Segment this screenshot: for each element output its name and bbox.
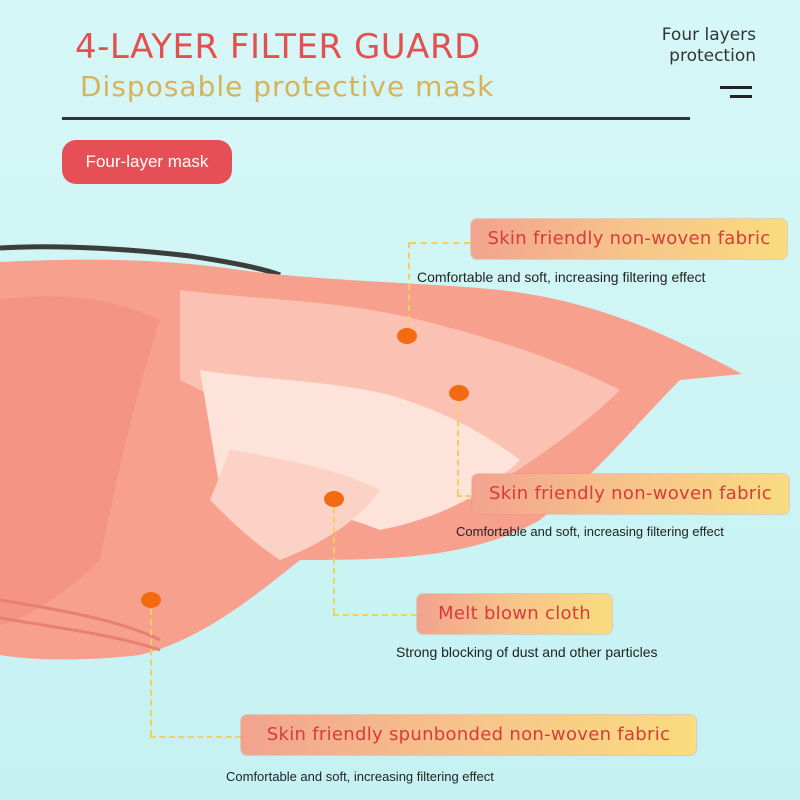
layer-description-4: Comfortable and soft, increasing filteri… — [226, 769, 494, 784]
leader-line — [410, 242, 470, 244]
mask-pleat — [0, 616, 161, 652]
four-layer-badge: Four-layer mask — [62, 140, 232, 184]
menu-icon — [720, 86, 752, 100]
leader-line — [457, 401, 459, 495]
leader-line — [333, 507, 335, 614]
layer-description-1: Comfortable and soft, increasing filteri… — [417, 269, 706, 285]
page-title: 4-LAYER FILTER GUARD — [75, 27, 481, 67]
layer-label-1: Skin friendly non-woven fabric — [471, 219, 787, 259]
layer-label-4: Skin friendly spunbonded non-woven fabri… — [241, 715, 696, 755]
layer-marker-dot — [324, 491, 344, 507]
mask-inner-layer-3 — [210, 450, 380, 560]
leader-line — [333, 614, 417, 616]
leader-line — [150, 609, 152, 736]
corner-caption: Four layers protection — [662, 25, 756, 67]
header-divider — [62, 117, 690, 120]
layer-marker-dot — [397, 328, 417, 344]
layer-description-3: Strong blocking of dust and other partic… — [396, 644, 658, 660]
layer-label-2: Skin friendly non-woven fabric — [472, 474, 789, 514]
leader-line — [457, 495, 471, 497]
layer-label-3: Melt blown cloth — [417, 594, 612, 634]
mask-inner-layer-1 — [180, 290, 620, 500]
layer-marker-dot — [449, 385, 469, 401]
mask-pleat — [0, 598, 161, 642]
corner-caption-line1: Four layers — [661, 25, 756, 45]
mask-shade — [0, 296, 160, 625]
layer-description-2: Comfortable and soft, increasing filteri… — [456, 524, 724, 539]
page-subtitle: Disposable protective mask — [80, 70, 495, 103]
corner-caption-line2: protection — [669, 46, 756, 66]
leader-line — [150, 736, 241, 738]
leader-line — [408, 242, 410, 332]
layer-marker-dot — [141, 592, 161, 608]
ear-loop — [0, 244, 281, 278]
